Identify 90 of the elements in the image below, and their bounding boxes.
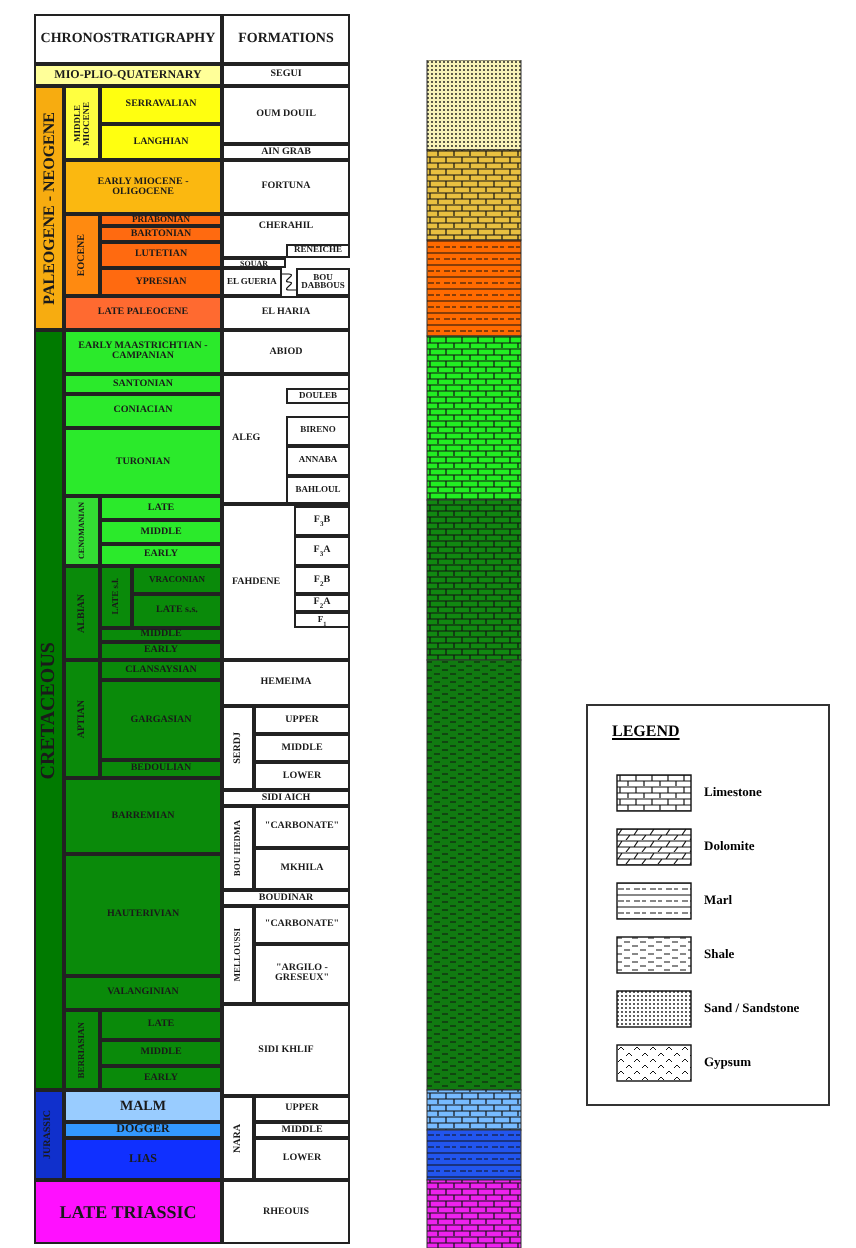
formation-cell [222,160,350,214]
formation-cell [286,388,350,404]
stage-cell [100,760,222,778]
stage-cell [64,1090,222,1122]
formation-cell [296,268,350,296]
cell-text: CRETACEOUS [39,641,59,779]
stage-cell [64,160,222,214]
stage-cell [64,1138,222,1180]
stage-cell [100,520,222,544]
stage-cell [100,628,222,642]
formation-cell [222,296,350,330]
stage-cell [100,242,222,268]
formation-cell [286,446,350,476]
formation-cell [294,536,350,566]
stage-cell [64,976,222,1010]
stage-cell [64,330,222,374]
formation-cell [294,566,350,594]
cell-text: LATE TRIASSIC [59,1203,197,1221]
formation-cell [254,762,350,790]
stage-cell [64,374,222,394]
formation-cell [254,734,350,762]
formation-cell [222,1180,350,1244]
formation-cell [222,330,350,374]
stage-cell [100,124,222,160]
period-cell [64,660,100,778]
stage-cell [64,428,222,496]
formation-cell [222,790,350,806]
period-cell [100,566,132,628]
stage-cell [100,1066,222,1090]
stage-cell [100,642,222,660]
formation-cell [286,416,350,446]
formation-cell [222,906,254,1004]
stage-cell [132,566,222,594]
formation-cell [254,1122,350,1138]
cell-text: PALEOGENE - NEOGENE [41,111,57,305]
formation-cell [286,476,350,504]
formation-cell [222,64,350,86]
formation-cell [254,906,350,944]
formation-cell [222,268,282,296]
stage-cell [100,214,222,226]
formation-cell [222,1096,254,1180]
stage-cell [64,778,222,854]
period-cell [34,330,64,1090]
header-cell [34,14,222,64]
stage-cell [100,1040,222,1066]
formation-cell [222,504,350,660]
legend-title: LEGEND [612,722,680,740]
interfingering-line [281,273,297,291]
period-cell [34,1090,64,1180]
stage-cell [100,86,222,124]
formation-cell [294,612,350,628]
header-cell [222,14,350,64]
stage-cell [100,226,222,242]
stage-cell [100,544,222,566]
stage-cell [100,496,222,520]
stage-cell [64,296,222,330]
formation-cell [222,214,350,258]
formation-cell [222,1004,350,1096]
stage-cell [100,660,222,680]
formation-cell [254,944,350,1004]
stage-cell [64,1122,222,1138]
period-cell [64,1010,100,1090]
formation-cell [294,594,350,612]
stage-cell [100,680,222,760]
stage-cell [64,854,222,976]
formation-cell [254,1138,350,1180]
period-cell [64,566,100,660]
period-cell [34,86,64,330]
period-cell [64,214,100,296]
formation-cell [222,374,350,504]
formation-cell [222,86,350,144]
formation-cell [254,706,350,734]
stage-cell [100,1010,222,1040]
period-cell [64,496,100,566]
formation-cell [254,806,350,848]
stage-cell [100,268,222,296]
formation-cell [254,848,350,890]
formation-cell [222,660,350,706]
formation-cell [294,506,350,536]
formation-cell [222,144,350,160]
stage-cell [132,594,222,628]
formation-cell [222,890,350,906]
formation-cell [222,706,254,790]
formation-cell [254,1096,350,1122]
formation-cell [222,806,254,890]
formation-cell [286,244,350,258]
stage-cell [34,64,222,86]
stage-cell [34,1180,222,1244]
period-cell [64,86,100,160]
stage-cell [64,394,222,428]
